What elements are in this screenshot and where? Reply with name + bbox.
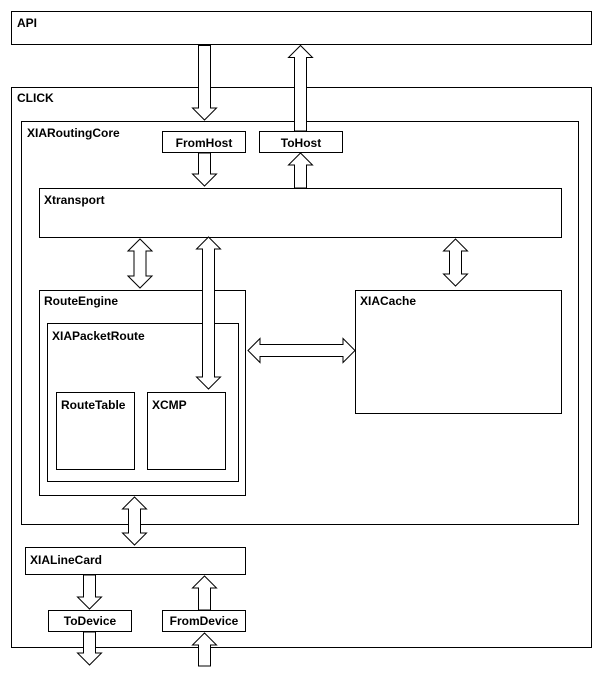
arrow-in-to-fromdevice — [191, 632, 218, 667]
xcmp-box: XCMP — [147, 392, 226, 470]
to-host-box: ToHost — [259, 131, 343, 153]
arrow-xtransport-xiacache — [442, 238, 469, 287]
route-table-label: RouteTable — [61, 398, 126, 412]
arrow-routingcore-linecard — [121, 496, 148, 546]
click-label: CLICK — [17, 91, 54, 105]
arrow-todevice-out — [76, 631, 103, 666]
arrow-xtransport-routeengine — [126, 238, 154, 289]
route-table-box: RouteTable — [56, 392, 135, 470]
to-host-label: ToHost — [281, 136, 321, 150]
api-label: API — [17, 16, 37, 30]
arrow-api-to-fromhost — [191, 45, 218, 121]
routing-core-label: XIARoutingCore — [27, 126, 120, 140]
from-device-box: FromDevice — [162, 610, 246, 632]
line-card-box: XIALineCard — [25, 547, 246, 575]
arrow-xtransport-xcmp — [195, 236, 222, 390]
to-device-box: ToDevice — [48, 610, 132, 632]
arrow-tohost-to-api — [287, 44, 314, 132]
arrow-packetroute-xiacache — [247, 337, 356, 364]
xcmp-label: XCMP — [152, 398, 187, 412]
from-device-label: FromDevice — [170, 614, 239, 628]
line-card-label: XIALineCard — [30, 553, 102, 567]
xia-cache-label: XIACache — [360, 294, 416, 308]
from-host-box: FromHost — [162, 131, 246, 153]
arrow-fromdevice-to-linecard — [191, 575, 218, 611]
xia-cache-box: XIACache — [355, 290, 562, 414]
from-host-label: FromHost — [176, 136, 233, 150]
arrow-linecard-to-todevice — [76, 574, 103, 610]
xtransport-label: Xtransport — [44, 193, 105, 207]
packet-route-label: XIAPacketRoute — [52, 329, 145, 343]
to-device-label: ToDevice — [64, 614, 117, 628]
xtransport-box: Xtransport — [39, 188, 562, 238]
route-engine-label: RouteEngine — [44, 294, 118, 308]
arrow-fromhost-to-xtransport — [191, 152, 218, 187]
api-box: API — [11, 11, 592, 45]
arrow-xtransport-to-tohost — [287, 152, 314, 189]
